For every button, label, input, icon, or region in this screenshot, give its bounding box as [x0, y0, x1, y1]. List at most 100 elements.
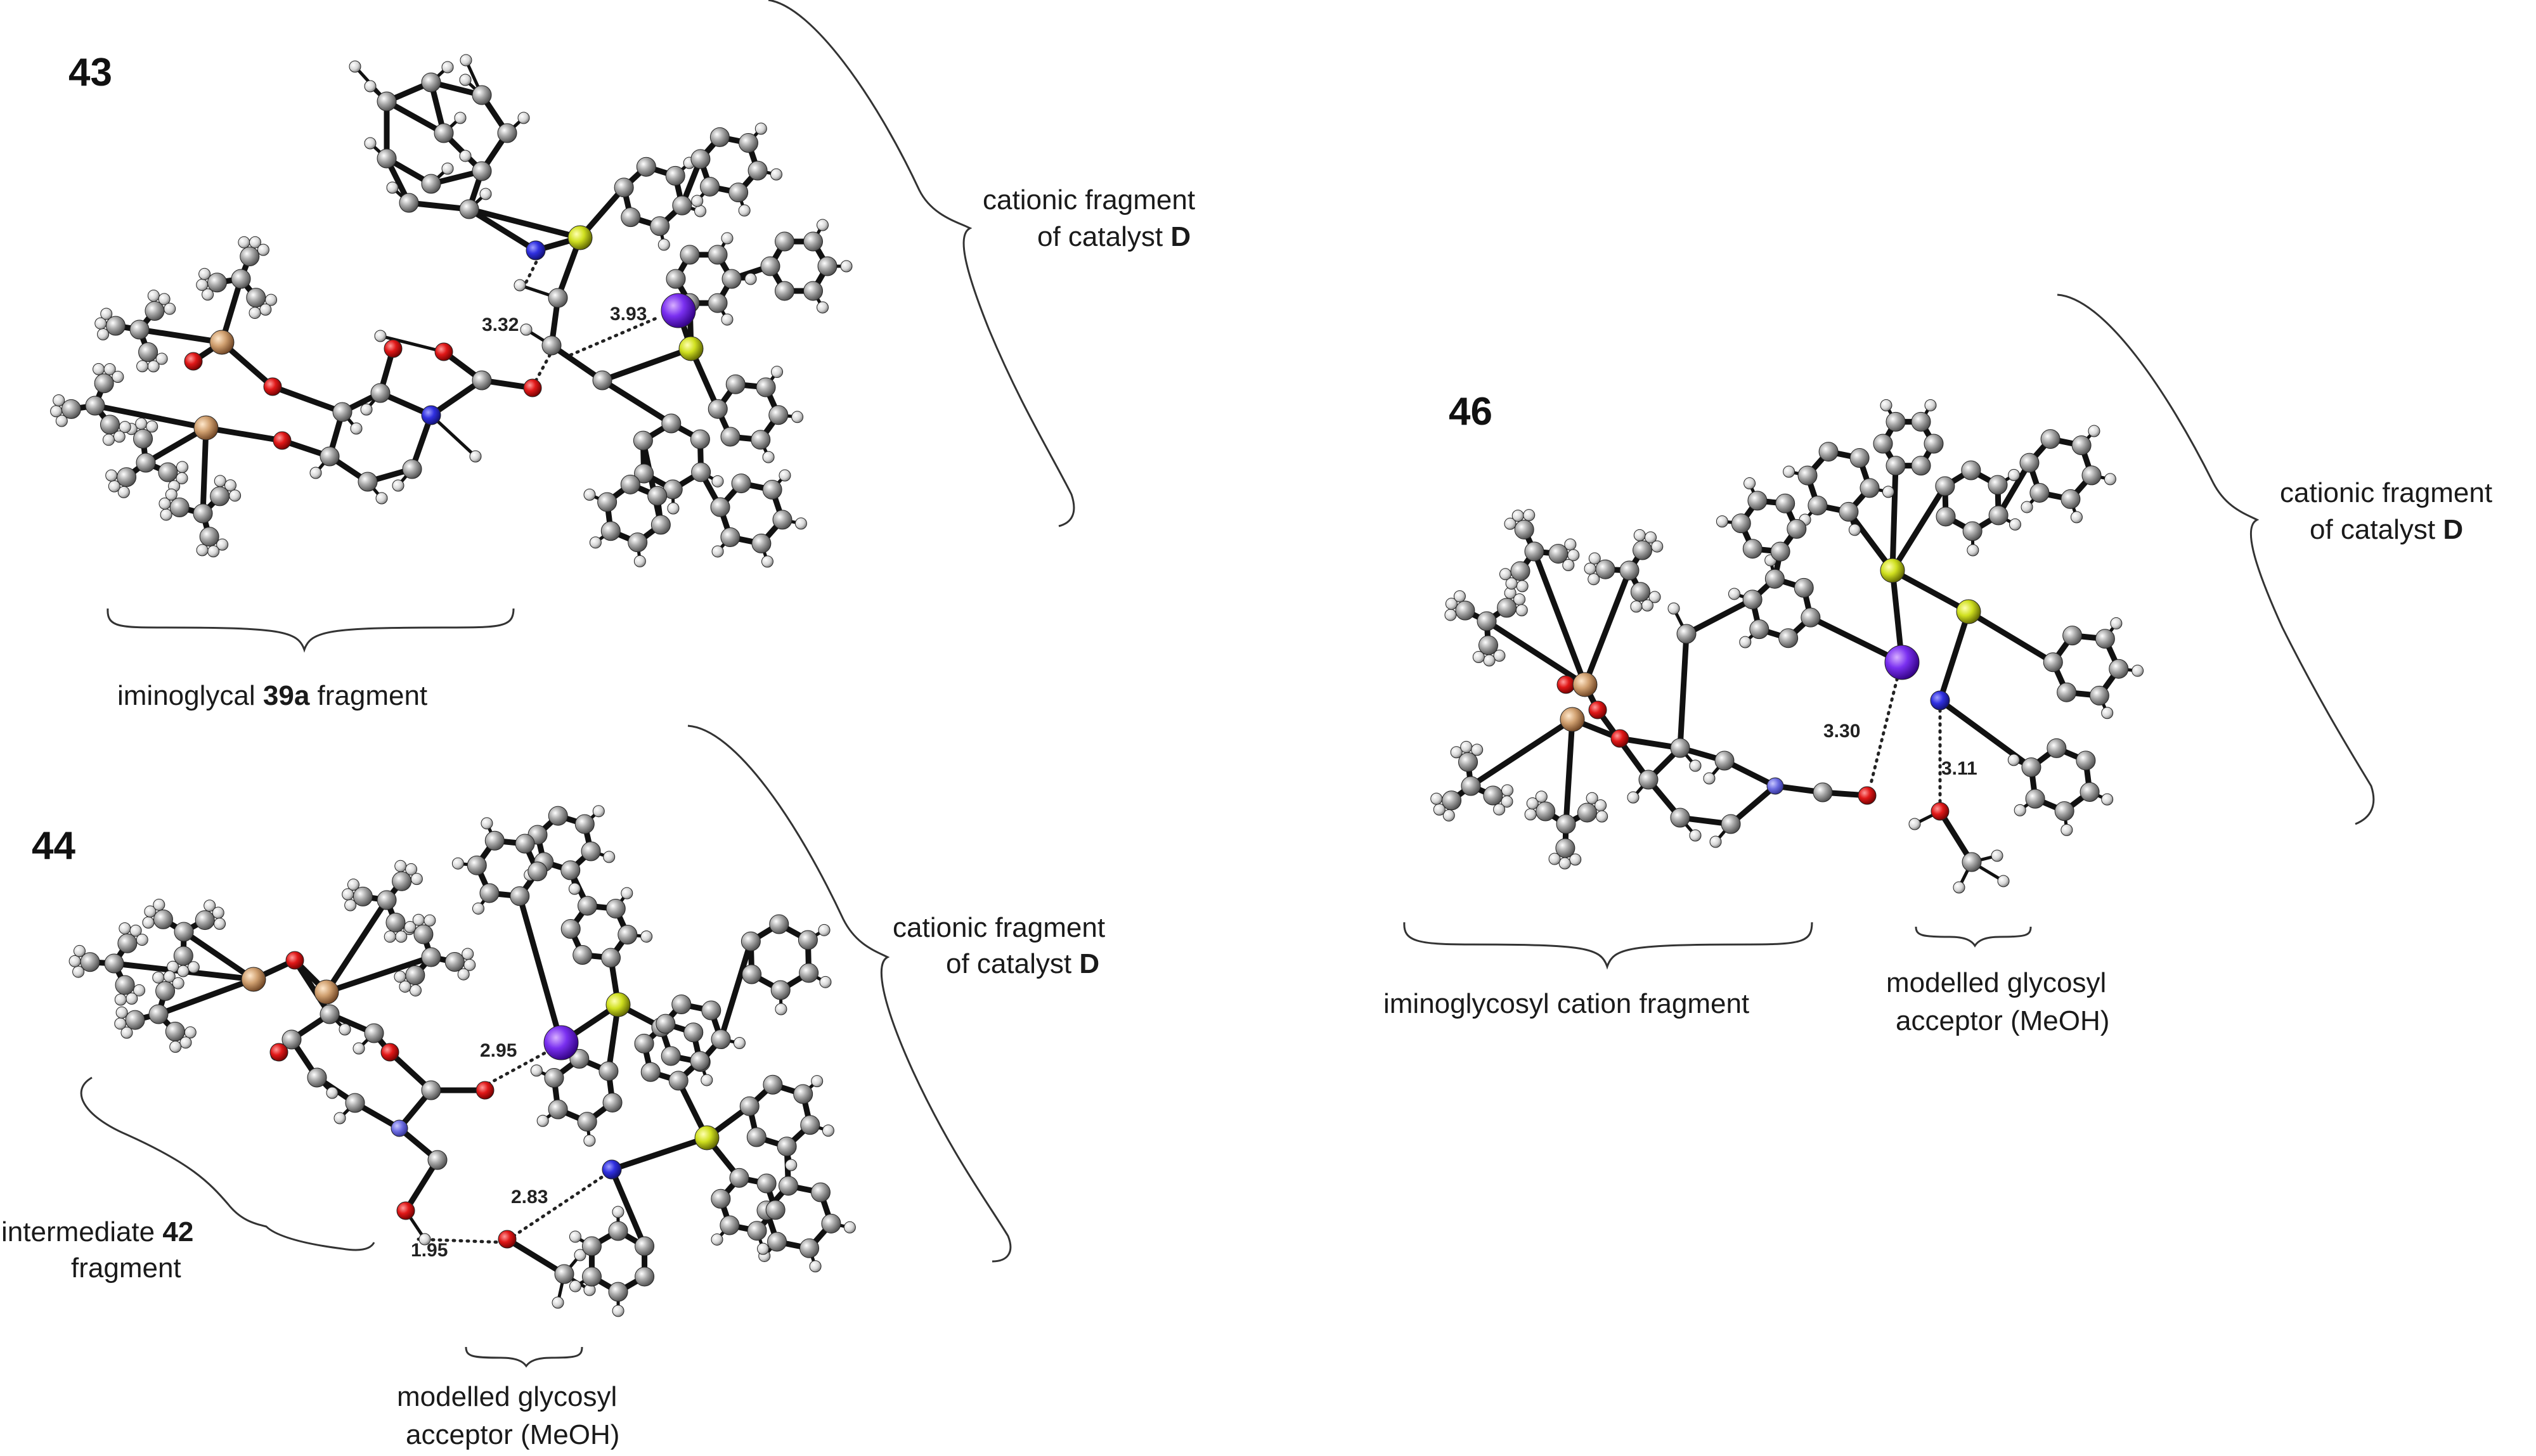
carbon-atom: [2047, 738, 2067, 758]
hydrogen-atom: [1744, 477, 1756, 490]
hydrogen-atom: [603, 851, 616, 863]
carbon-atom: [405, 965, 425, 985]
hydrogen-atom: [721, 313, 734, 326]
carbon-atom: [155, 981, 176, 1002]
carbon-atom: [1911, 411, 1931, 432]
phosphorus-atom: [605, 992, 631, 1017]
carbon-atom: [701, 1000, 721, 1021]
carbon-atom: [1860, 478, 1880, 498]
carbon-atom: [668, 1071, 689, 1091]
carbon-atom: [768, 405, 789, 425]
oxygen-atom: [498, 1230, 517, 1249]
carbon-atom: [332, 402, 353, 422]
carbon-atom: [592, 370, 612, 390]
hydrogen-atom: [144, 905, 157, 918]
carbon-atom: [1818, 442, 1839, 462]
oxygen-atom: [396, 1201, 415, 1220]
bond: [1582, 567, 1633, 688]
hydrogen-atom: [2101, 793, 2114, 806]
carbon-atom: [751, 430, 771, 450]
bond: [203, 425, 285, 444]
hydrogen-atom: [1997, 875, 2010, 887]
carbon-atom: [133, 428, 153, 449]
hydrogen-atom: [1567, 549, 1580, 562]
distance-label: 2.83: [511, 1187, 548, 1208]
carbon-atom: [1514, 519, 1534, 539]
carbon-atom: [817, 256, 838, 276]
hydrogen-atom: [1445, 598, 1458, 610]
iodine-atom: [1884, 645, 1920, 680]
carbon-atom: [1849, 448, 1870, 468]
hydrogen-atom: [146, 420, 158, 433]
hydrogen-atom: [424, 914, 436, 927]
hydrogen-atom: [1689, 829, 1702, 842]
compound-number-43: 43: [68, 51, 112, 94]
hydrogen-atom: [1548, 853, 1561, 865]
carbon-atom: [711, 1189, 731, 1209]
hydrogen-atom: [2132, 664, 2144, 677]
carbon-atom: [690, 149, 711, 169]
carbon-atom: [1742, 539, 1763, 559]
carbon-atom: [497, 123, 517, 143]
oxygen-atom: [1931, 802, 1950, 821]
hydrogen-atom: [224, 479, 236, 492]
hydrogen-atom: [216, 538, 229, 551]
carbon-atom: [377, 91, 397, 112]
hydrogen-atom: [1504, 517, 1517, 530]
hydrogen-atom: [2021, 501, 2033, 513]
hydrogen-atom: [520, 323, 533, 336]
hydrogen-atom: [1651, 540, 1664, 553]
hydrogen-atom: [1588, 573, 1600, 586]
carbon-atom: [738, 133, 758, 153]
carbon-atom: [117, 467, 137, 487]
carbon-atom: [370, 383, 391, 403]
carbon-atom: [633, 430, 653, 451]
hydrogen-atom: [105, 469, 118, 482]
cationic-label-44-line1: cationic fragment: [893, 912, 1105, 943]
carbon-atom: [61, 399, 81, 419]
nitrogen-atom: [602, 1159, 622, 1180]
nitrogen-atom: [421, 405, 441, 425]
hydrogen-atom: [472, 902, 484, 915]
hydrogen-atom: [1526, 797, 1539, 809]
hydrogen-atom: [395, 931, 408, 943]
carbon-atom: [560, 919, 581, 939]
hydrogen-atom: [779, 469, 791, 482]
bond: [181, 929, 257, 982]
carbon-atom: [136, 453, 156, 473]
carbon-atom: [1555, 838, 1575, 858]
carbon-atom: [1935, 476, 1955, 496]
hydrogen-atom: [73, 944, 86, 957]
carbon-atom: [650, 216, 670, 236]
hydrogen-atom: [1453, 590, 1466, 603]
panel-43: 43 3.32 3.93 cationic fragment of cataly…: [50, 0, 1195, 711]
carbon-atom: [728, 183, 749, 203]
brace-glycal-39a: [107, 608, 515, 653]
hydrogen-atom: [50, 405, 63, 418]
silicon-atom: [209, 330, 235, 355]
hydrogen-atom: [1472, 651, 1485, 664]
carbon-atom: [765, 1200, 786, 1220]
carbon-atom: [115, 975, 135, 995]
carbon-atom: [690, 429, 710, 449]
carbon-atom: [600, 521, 621, 541]
hydrogen-atom: [1471, 744, 1484, 756]
hydrogen-atom: [360, 403, 373, 416]
carbon-atom: [444, 952, 465, 972]
hydrogen-atom: [1667, 602, 1680, 615]
hydrogen-atom: [711, 1233, 723, 1246]
hydrogen-atom: [1523, 509, 1536, 522]
oxygen-atom: [380, 1043, 399, 1062]
carbon-atom: [544, 1068, 564, 1088]
hydrogen-atom: [1483, 654, 1496, 667]
hydrogen-atom: [364, 137, 377, 150]
carbon-atom: [2076, 751, 2096, 771]
carbon-atom: [2040, 429, 2060, 449]
hydrogen-atom: [1848, 524, 1861, 536]
carbon-atom: [708, 399, 728, 419]
hydrogen-atom: [114, 993, 127, 1006]
hydrogen-atom: [1588, 552, 1601, 565]
hydrogen-atom: [202, 288, 214, 301]
hydrogen-atom: [1924, 399, 1937, 411]
carbon-atom: [640, 1062, 661, 1082]
